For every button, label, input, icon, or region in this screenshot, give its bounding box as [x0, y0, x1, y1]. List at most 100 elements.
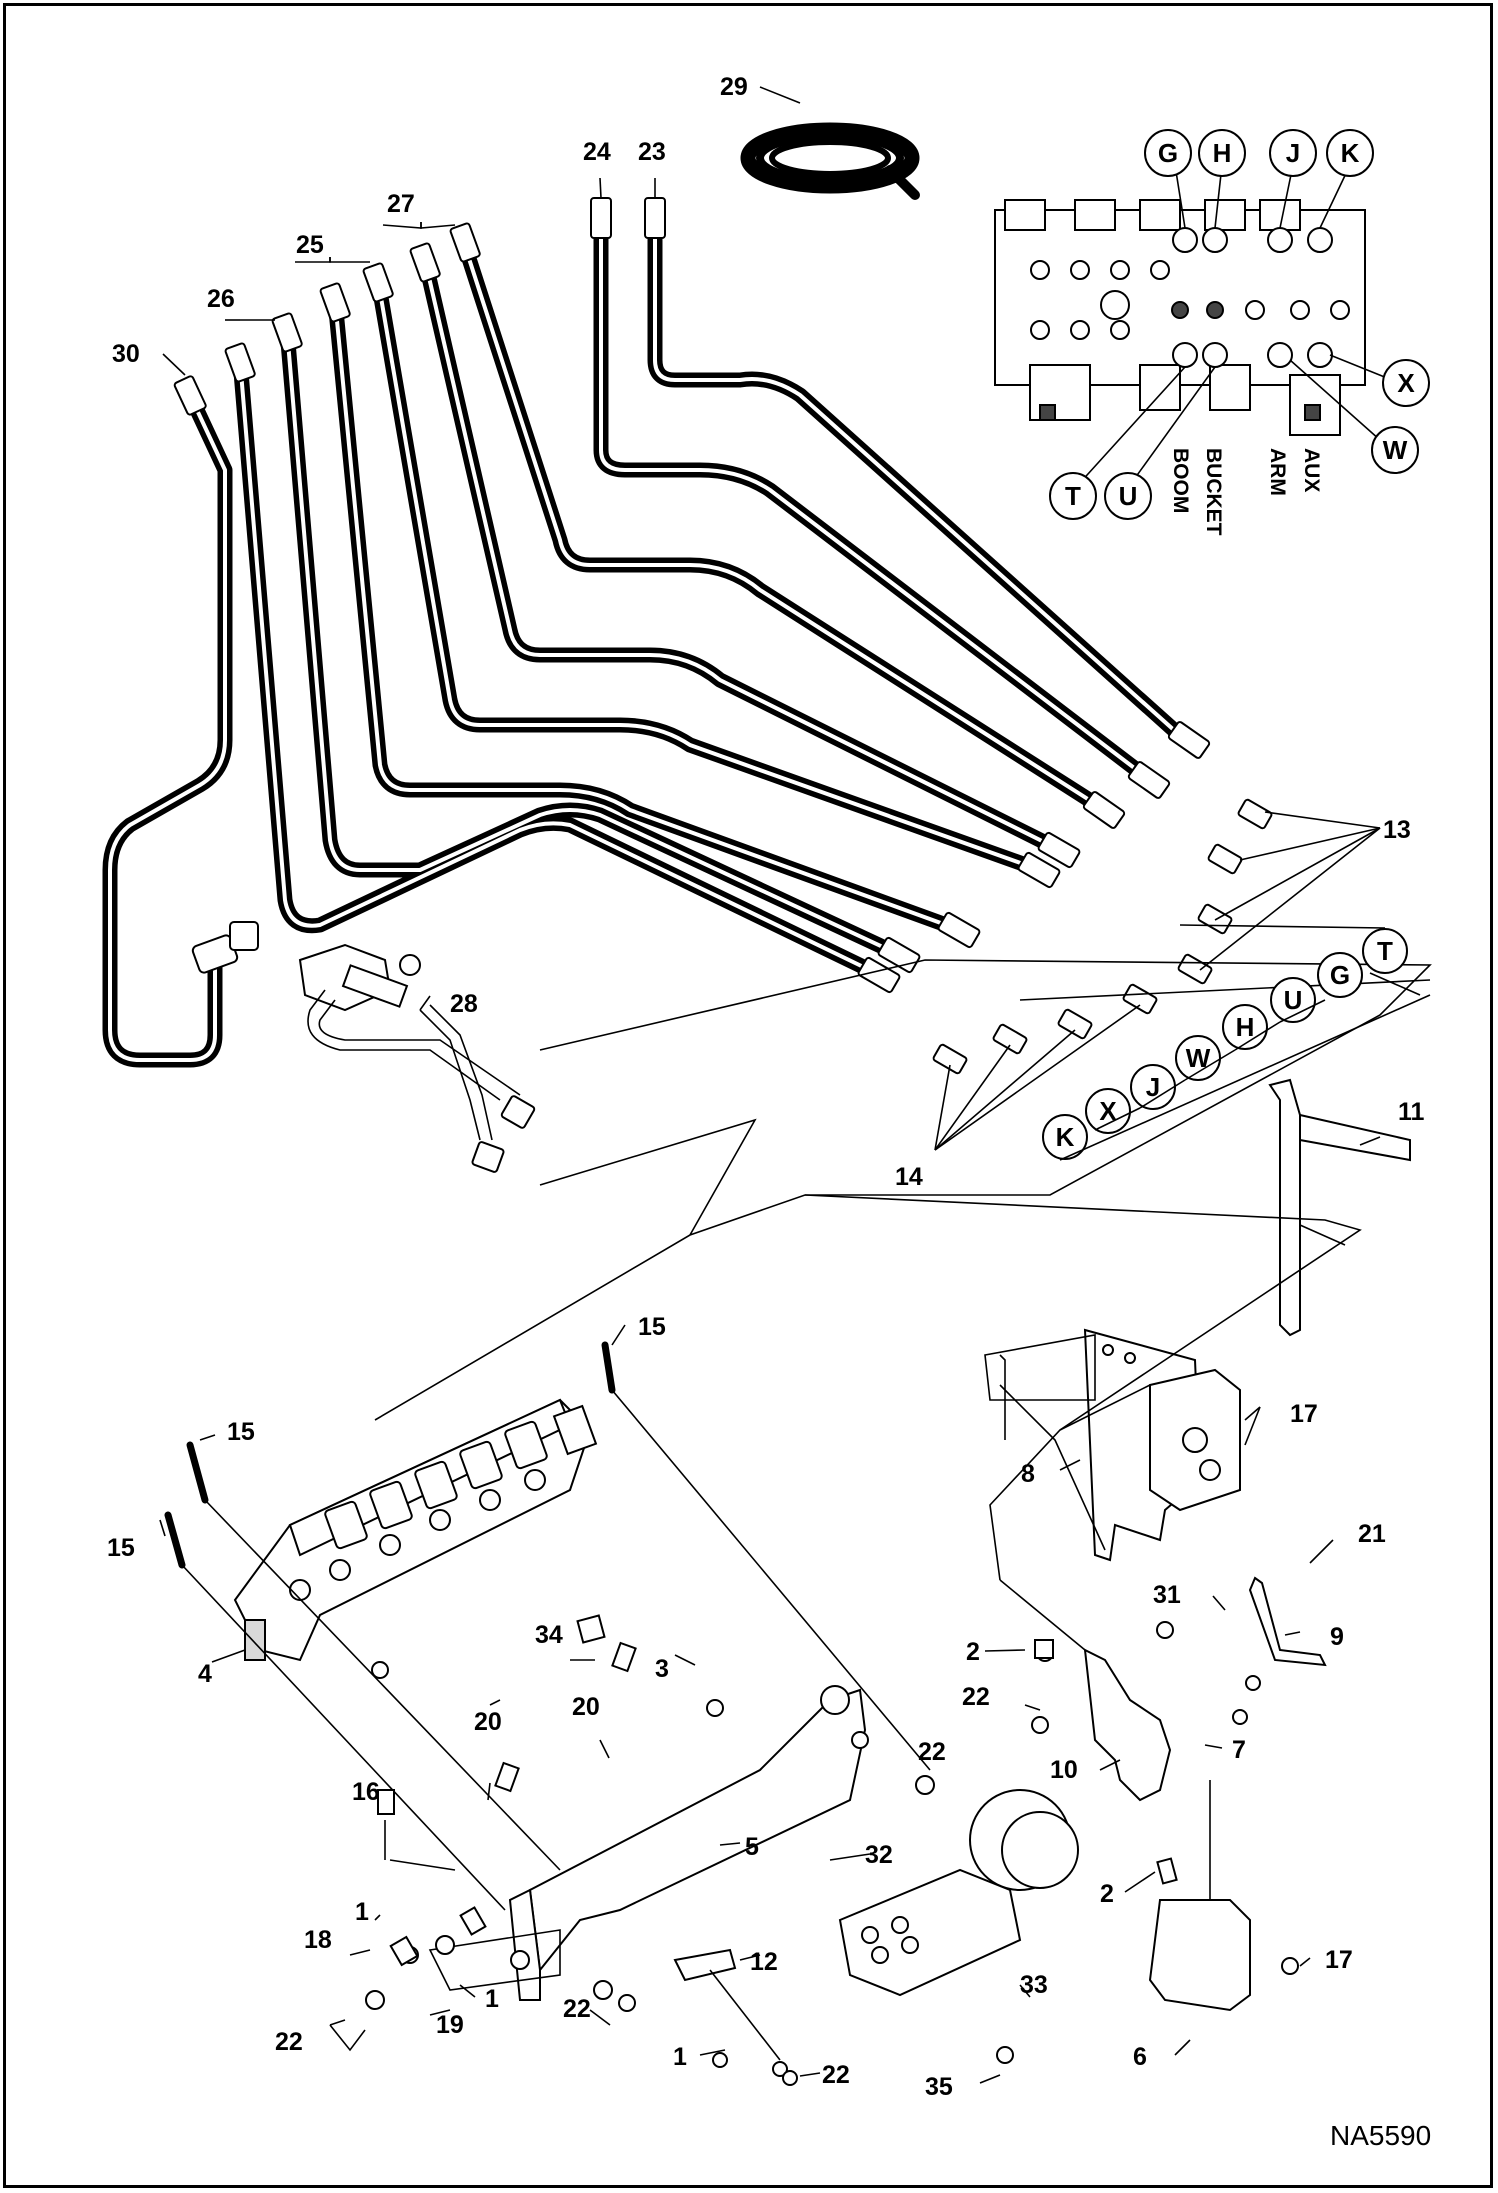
- callout-24: 24: [583, 138, 611, 166]
- hose-bundle: [102, 210, 1193, 1068]
- callout-3: 3: [655, 1655, 669, 1683]
- port-circle-t-bottom: T: [1049, 472, 1097, 520]
- callout-10: 10: [1050, 1756, 1078, 1784]
- port-circle-k-top: K: [1326, 129, 1374, 177]
- label-boom: BOOM: [1169, 448, 1192, 513]
- port-circle-g-top: G: [1144, 129, 1192, 177]
- svg-text:K: K: [1056, 1122, 1075, 1152]
- main-control-valve: [233, 1398, 598, 1662]
- port-circle-h-top: H: [1198, 129, 1246, 177]
- mounting-bracket: [428, 1685, 867, 2061]
- callout-15-left-top: 15: [227, 1418, 255, 1446]
- callout-22-bottom: 22: [822, 2061, 850, 2089]
- port-circle-k-14: K: [1042, 1114, 1088, 1160]
- rod-11: [1268, 1078, 1411, 1337]
- connection-outlines: [374, 959, 1432, 1871]
- port-circle-j-top: J: [1269, 129, 1317, 177]
- port-circle-w-side: W: [1371, 426, 1419, 474]
- callout-33: 33: [1020, 1971, 1048, 1999]
- port-circle-t-13: T: [1362, 928, 1408, 974]
- coiled-hose: [740, 122, 920, 200]
- callout-20-right: 20: [572, 1693, 600, 1721]
- callout-5: 5: [745, 1833, 759, 1861]
- callout-numbers: 29 24 23 27 25 26 30 13 28 14 11 15 15 1…: [107, 73, 1425, 2101]
- control-valve-detail: [994, 164, 1393, 486]
- callout-27: 27: [387, 190, 415, 218]
- label-arm: ARM: [1266, 448, 1289, 496]
- port-circle-g-13: G: [1317, 952, 1363, 998]
- callout-22-left: 22: [275, 2028, 303, 2056]
- svg-text:T: T: [1377, 936, 1393, 966]
- svg-text:H: H: [1213, 138, 1232, 168]
- callout-23: 23: [638, 138, 666, 166]
- svg-text:K: K: [1341, 138, 1360, 168]
- callout-25: 25: [296, 231, 324, 259]
- svg-text:X: X: [1397, 368, 1415, 398]
- port-circle-w-14: W: [1175, 1035, 1221, 1081]
- callout-6: 6: [1133, 2043, 1147, 2071]
- pilot-valve-33: [838, 1789, 1079, 1997]
- port-circle-h-13: H: [1222, 1004, 1268, 1050]
- label-bucket: BUCKET: [1202, 448, 1225, 536]
- leader-lines: [159, 86, 1381, 2084]
- callout-11: 11: [1398, 1098, 1425, 1126]
- svg-text:U: U: [1284, 985, 1303, 1015]
- callout-17-bottom: 17: [1325, 1946, 1353, 1974]
- port-guide-lines: [1059, 924, 1431, 1161]
- callout-22-mid: 22: [962, 1683, 990, 1711]
- callout-2-bottom: 2: [1100, 1880, 1114, 1908]
- callout-9: 9: [1330, 1623, 1344, 1651]
- svg-text:T: T: [1065, 481, 1081, 511]
- callout-7: 7: [1232, 1736, 1246, 1764]
- bolts-15: [164, 1341, 931, 1911]
- bracket-10: [1083, 1648, 1172, 1802]
- callout-29: 29: [720, 73, 748, 101]
- callout-18: 18: [304, 1926, 332, 1954]
- callout-1-mid: 1: [485, 1985, 499, 2013]
- callout-22-center: 22: [918, 1738, 946, 1766]
- svg-text:H: H: [1236, 1012, 1255, 1042]
- bracket-9: [1248, 1576, 1327, 1667]
- callout-32: 32: [865, 1841, 893, 1869]
- callout-26: 26: [207, 285, 235, 313]
- callout-1-bottom: 1: [673, 2043, 687, 2071]
- callout-35: 35: [925, 2073, 953, 2101]
- svg-text:G: G: [1158, 138, 1178, 168]
- svg-text:W: W: [1383, 435, 1408, 465]
- callout-28: 28: [450, 990, 478, 1018]
- port-circle-j-14: J: [1130, 1064, 1176, 1110]
- callout-15-left: 15: [107, 1534, 135, 1562]
- plate-7: [1149, 1368, 1241, 1512]
- plate-6: [1148, 1780, 1251, 2012]
- callout-31: 31: [1153, 1581, 1181, 1609]
- callout-34: 34: [535, 1621, 563, 1649]
- callout-13: 13: [1383, 816, 1411, 844]
- small-hardware: [365, 1614, 1299, 2086]
- elbow-fitting-and-valve: [191, 921, 536, 1173]
- callout-20-left: 20: [474, 1708, 502, 1736]
- callout-8: 8: [1021, 1460, 1035, 1488]
- callout-15-right: 15: [638, 1313, 666, 1341]
- callout-14: 14: [895, 1163, 923, 1191]
- callout-12: 12: [750, 1948, 778, 1976]
- callout-16: 16: [352, 1778, 380, 1806]
- adapter-fittings: [932, 798, 1273, 1075]
- svg-text:X: X: [1099, 1096, 1117, 1126]
- port-circle-x-side: X: [1382, 359, 1430, 407]
- svg-text:U: U: [1119, 481, 1138, 511]
- port-circle-u-bottom: U: [1104, 472, 1152, 520]
- callout-2-top: 2: [966, 1638, 980, 1666]
- svg-text:J: J: [1286, 138, 1300, 168]
- hose-end-fittings-top: [173, 197, 666, 416]
- callout-4: 4: [198, 1660, 212, 1688]
- label-aux: AUX: [1300, 448, 1323, 492]
- callout-30: 30: [112, 340, 140, 368]
- callout-19: 19: [436, 2011, 464, 2039]
- svg-text:W: W: [1186, 1043, 1211, 1073]
- svg-text:J: J: [1146, 1072, 1160, 1102]
- port-circle-x-14: X: [1085, 1088, 1131, 1134]
- figure-id: NA5590: [1330, 2120, 1431, 2151]
- svg-text:G: G: [1330, 960, 1350, 990]
- callout-22-lower: 22: [563, 1995, 591, 2023]
